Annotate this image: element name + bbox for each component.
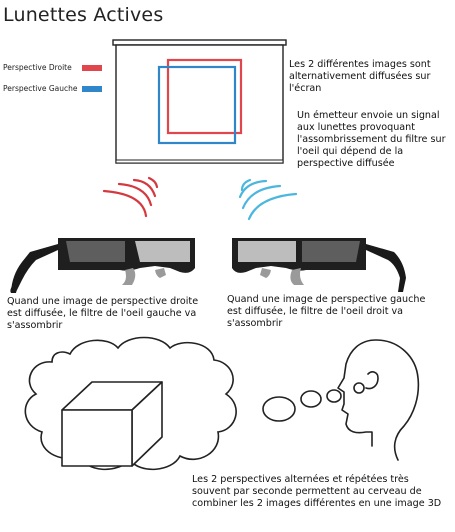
left-glasses-icon — [10, 238, 195, 293]
projection-screen — [112, 39, 287, 164]
right-perspective-image — [166, 58, 243, 135]
left-perspective-image — [157, 65, 237, 145]
left-glasses-note: Quand une image de perspective droite es… — [7, 296, 199, 331]
legend-label-right: Perspective Droite — [3, 63, 72, 72]
head-profile-icon — [337, 339, 420, 461]
right-glasses-note: Quand une image de perspective gauche es… — [227, 294, 426, 329]
blue-signal-waves — [238, 178, 298, 221]
cube-3d-icon — [61, 381, 163, 467]
screen-note: Les 2 différentes images sont alternativ… — [289, 59, 431, 94]
brain-note: Les 2 perspectives alternées et répétées… — [192, 474, 442, 509]
right-glasses-icon — [232, 238, 406, 292]
legend-label-left: Perspective Gauche — [3, 84, 78, 93]
diagram-title: Lunettes Actives — [3, 4, 164, 26]
legend-swatch-left — [82, 86, 102, 92]
legend-swatch-right — [82, 65, 102, 71]
emitter-note: Un émetteur envoie un signal aux lunette… — [297, 110, 446, 169]
red-signal-waves — [102, 176, 159, 218]
